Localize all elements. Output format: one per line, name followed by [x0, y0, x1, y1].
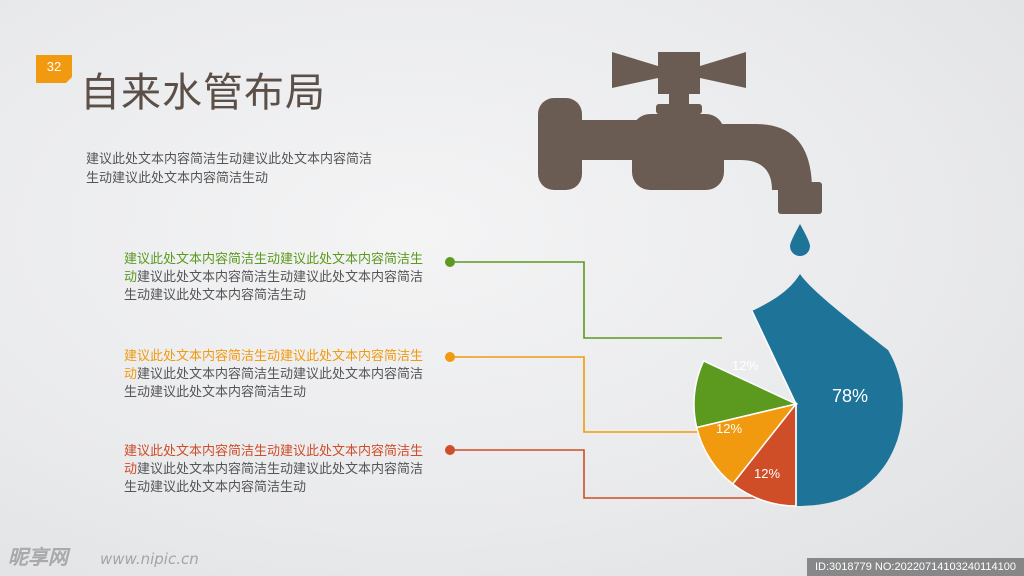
item-block-3: 建议此处文本内容简洁生动建议此处文本内容简洁生动建议此处文本内容简洁生动建议此处…	[124, 443, 434, 497]
pie-label-blue: 78%	[832, 386, 868, 406]
page-title: 自来水管布局	[80, 70, 326, 116]
water-drop-small	[790, 224, 810, 256]
pie-segment-blue	[752, 274, 903, 506]
watermark-url: www.nipic.cn	[100, 550, 199, 568]
connector-line-red	[450, 449, 760, 499]
connector-dot-red	[445, 445, 455, 455]
item-highlight-3: 建议此处文本内容简洁生动建议此处文本内容简洁生动	[124, 444, 424, 477]
pie-segment-red	[731, 401, 797, 507]
connector-line-orange	[450, 356, 700, 433]
connector-line-green	[450, 261, 722, 339]
item-highlight-1: 建议此处文本内容简洁生动建议此处文本内容简洁生动	[124, 252, 424, 285]
connector-dot-orange	[445, 352, 455, 362]
item-body-2: 建议此处文本内容简洁生动建议此处文本内容简洁生动建议此处文本内容简洁生动	[124, 367, 424, 400]
item-body-1: 建议此处文本内容简洁生动建议此处文本内容简洁生动建议此处文本内容简洁生动	[124, 270, 424, 303]
pie-label-green: 12%	[732, 358, 758, 373]
item-block-1: 建议此处文本内容简洁生动建议此处文本内容简洁生动建议此处文本内容简洁生动建议此处…	[124, 251, 434, 305]
faucet-icon	[538, 52, 822, 214]
slide-number: 32	[46, 59, 62, 74]
pie-label-orange: 12%	[716, 421, 742, 436]
slide-number-badge: 32	[36, 55, 74, 85]
watermark-logo: 昵享网	[8, 545, 68, 569]
pie-segment-green	[693, 359, 799, 429]
item-body-3: 建议此处文本内容简洁生动建议此处文本内容简洁生动建议此处文本内容简洁生动	[124, 462, 424, 495]
intro-text: 建议此处文本内容简洁生动建议此处文本内容简洁生动建议此处文本内容简洁生动	[86, 152, 373, 186]
item-highlight-2: 建议此处文本内容简洁生动建议此处文本内容简洁生动	[124, 349, 424, 382]
pie-label-red: 12%	[754, 466, 780, 481]
image-id-bar: ID:3018779 NO:20220714103240114100	[806, 558, 1024, 576]
connector-dot-green	[445, 257, 455, 267]
item-block-2: 建议此处文本内容简洁生动建议此处文本内容简洁生动建议此处文本内容简洁生动建议此处…	[124, 348, 434, 402]
pie-segment-orange	[695, 402, 798, 486]
